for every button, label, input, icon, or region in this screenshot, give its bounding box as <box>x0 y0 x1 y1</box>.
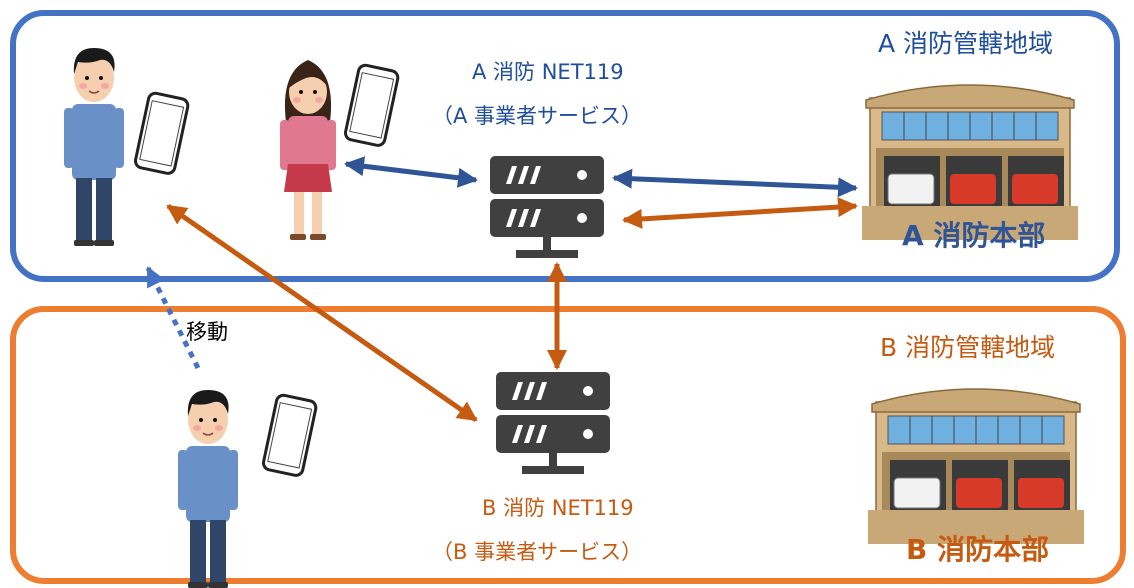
server-icon <box>490 156 604 258</box>
arrow-server-a-hq-a-orange <box>622 197 858 229</box>
server-b-name: B 消防 NET119 <box>482 496 634 520</box>
arrow-server-a-hq-a-blue <box>612 168 858 198</box>
arrow-woman-server-a <box>344 156 478 188</box>
phone-icon <box>342 62 401 149</box>
fire-station-icon <box>867 388 1085 545</box>
man-phone-icon <box>63 47 125 247</box>
arrow-man-server-b <box>166 203 478 423</box>
hq-b-label: B 消防本部 <box>906 533 1050 566</box>
man-phone-icon <box>177 389 239 588</box>
server-a-service: （A 事業者サービス） <box>432 104 643 128</box>
region-b-title: B 消防管轄地域 <box>880 333 1056 362</box>
server-b-service: （B 事業者サービス） <box>432 540 643 564</box>
region-b-frame <box>10 306 1126 584</box>
region-a-title: A 消防管轄地域 <box>878 29 1054 58</box>
phone-icon <box>132 90 191 177</box>
hq-a-label: A 消防本部 <box>902 219 1046 252</box>
server-a-name: A 消防 NET119 <box>472 60 624 84</box>
movement-label: 移動 <box>186 320 228 344</box>
woman-phone-icon <box>280 60 336 240</box>
server-icon <box>496 372 610 474</box>
phone-icon <box>260 392 319 479</box>
